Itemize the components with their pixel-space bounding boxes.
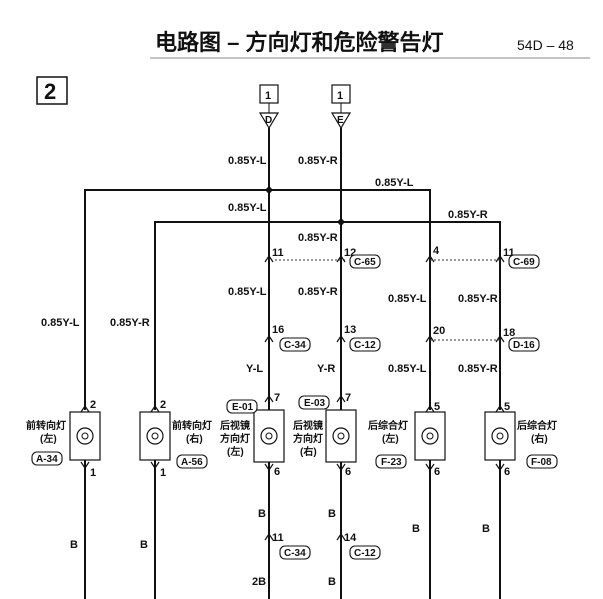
wire-label: B xyxy=(140,539,148,551)
component-name: 后视镜 xyxy=(220,419,250,432)
component-name: (左) xyxy=(40,432,57,445)
source-letter-d: D xyxy=(265,115,272,126)
wire-label: 0.85Y-L xyxy=(41,317,80,329)
source-arrow-d xyxy=(258,112,280,130)
connector-label: C-65 xyxy=(354,257,376,268)
source-page-d: 1 xyxy=(265,90,271,102)
wire-label: 2B xyxy=(252,576,266,588)
pin-number: 5 xyxy=(504,401,510,413)
pin-number: 6 xyxy=(434,466,440,478)
connector-label: F-08 xyxy=(531,457,552,468)
pin-number: 5 xyxy=(434,401,440,413)
pin-number: 2 xyxy=(160,399,166,411)
wire-paths xyxy=(84,128,502,599)
connector-label: C-12 xyxy=(354,548,376,559)
connector-label: A-34 xyxy=(36,454,58,465)
wire-label: 0.85Y-L xyxy=(388,293,427,305)
pin-number: 11 xyxy=(503,247,515,259)
connector-tags xyxy=(31,254,558,560)
lamp-mirror-right xyxy=(325,409,357,463)
component-name: 方向灯 xyxy=(293,432,323,445)
wire-label: 0.85Y-R xyxy=(458,293,498,305)
connector-chevrons xyxy=(80,254,505,541)
wire-label: B xyxy=(412,523,420,535)
lamp-mirror-left xyxy=(253,409,285,463)
pin-number: 6 xyxy=(504,466,510,478)
component-name: (左) xyxy=(227,445,244,458)
wire-label: 0.85Y-L xyxy=(388,363,427,375)
diagram-number: 2 xyxy=(44,79,56,104)
wire-label: B xyxy=(482,523,490,535)
component-name: 方向灯 xyxy=(220,432,250,445)
connector-label: F-23 xyxy=(381,457,402,468)
pin-number: 2 xyxy=(90,399,96,411)
wire-label: B xyxy=(328,576,336,588)
lamp-front-right xyxy=(139,411,171,461)
pin-number: 1 xyxy=(160,467,166,479)
component-name: (右) xyxy=(186,432,203,445)
wire-label: 0.85Y-R xyxy=(298,155,338,167)
wire-label: 0.85Y-L xyxy=(375,177,414,189)
source-letter-e: E xyxy=(337,115,344,126)
connector-label: C-12 xyxy=(354,340,376,351)
wire-label: Y-R xyxy=(317,363,335,375)
source-arrow-e xyxy=(330,112,352,130)
component-name: (左) xyxy=(382,432,399,445)
pin-number: 1 xyxy=(90,467,96,479)
junction-dots xyxy=(266,187,344,225)
lamp-front-left xyxy=(69,411,101,461)
pin-number: 6 xyxy=(345,466,351,478)
lamp-rear-left xyxy=(414,411,446,461)
connector-label: A-56 xyxy=(181,457,203,468)
component-name: (右) xyxy=(300,445,317,458)
pin-number: 7 xyxy=(274,392,280,404)
pin-number: 11 xyxy=(272,532,284,544)
lamp-rear-right xyxy=(484,411,516,461)
pin-number: 11 xyxy=(272,247,284,259)
pin-number: 14 xyxy=(344,532,357,544)
wire-label: B xyxy=(70,539,78,551)
connector-label: C-69 xyxy=(513,257,535,268)
pin-number: 4 xyxy=(433,245,440,257)
connector-label: E-01 xyxy=(232,402,254,413)
connector-label: C-34 xyxy=(284,340,306,351)
diagram-number-box xyxy=(36,76,68,105)
connector-label: D-16 xyxy=(513,340,535,351)
connector-label: C-34 xyxy=(284,548,306,559)
wire-label: 0.85Y-R xyxy=(458,363,498,375)
component-name: 后综合灯 xyxy=(517,419,557,432)
pin-number: 6 xyxy=(274,466,280,478)
source-page-e: 1 xyxy=(337,90,343,102)
component-name: 前转向灯 xyxy=(172,419,212,432)
component-name: 前转向灯 xyxy=(26,419,66,432)
component-name: 后综合灯 xyxy=(368,419,408,432)
pin-number: 16 xyxy=(272,324,284,336)
wire-label: 0.85Y-R xyxy=(298,286,338,298)
pin-number: 20 xyxy=(433,325,445,337)
pin-number: 18 xyxy=(503,327,515,339)
page-title: 电路图 – 方向灯和危险警告灯 xyxy=(155,30,443,55)
wire-label: 0.85Y-L xyxy=(228,155,267,167)
connector-label: E-03 xyxy=(304,398,326,409)
wire-label: 0.85Y-R xyxy=(110,317,150,329)
wire-label: B xyxy=(258,508,266,520)
pin-number: 7 xyxy=(345,392,351,404)
component-name: 后视镜 xyxy=(293,419,323,432)
wire-label: Y-L xyxy=(246,363,263,375)
wire-label: 0.85Y-L xyxy=(228,286,267,298)
component-name: (右) xyxy=(531,432,548,445)
wire-label: B xyxy=(328,508,336,520)
wire-label: 0.85Y-L xyxy=(228,202,267,214)
wire-label: 0.85Y-R xyxy=(298,232,338,244)
pin-number: 13 xyxy=(344,324,356,336)
wire-label: 0.85Y-R xyxy=(448,209,488,221)
page-number: 54D – 48 xyxy=(517,37,574,53)
